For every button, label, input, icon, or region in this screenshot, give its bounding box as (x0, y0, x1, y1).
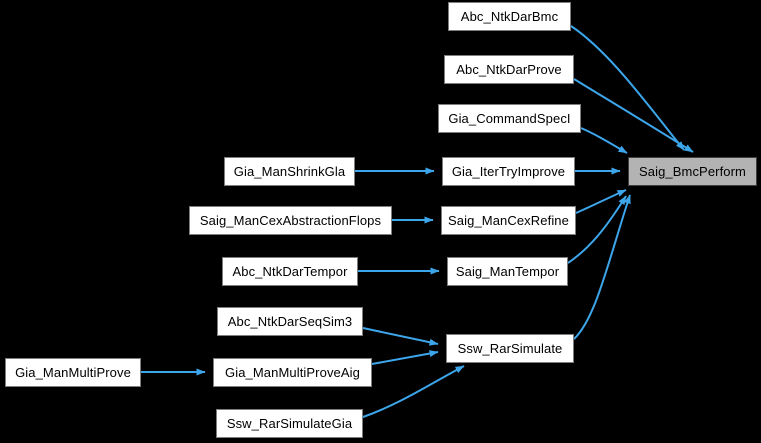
graph-node-label: Ssw_RarSimulateGia (226, 416, 353, 431)
graph-edge (362, 365, 465, 418)
graph-node-saig-man-cex-refine[interactable]: Saig_ManCexRefine (441, 206, 576, 235)
graph-node-gia-iter-try-improve[interactable]: Gia_IterTryImprove (442, 157, 575, 186)
graph-edge (575, 189, 627, 214)
graph-node-gia-man-multi-prove-aig[interactable]: Gia_ManMultiProveAig (213, 358, 372, 387)
graph-node-label: Gia_ManMultiProveAig (225, 365, 360, 380)
graph-node-gia-man-multi-prove[interactable]: Gia_ManMultiProve (5, 358, 141, 387)
graph-edge (362, 327, 439, 346)
graph-node-saig-bmc-perform[interactable]: Saig_BmcPerform (628, 157, 757, 186)
graph-node-saig-man-tempor[interactable]: Saig_ManTempor (447, 257, 568, 286)
graph-edge (573, 194, 631, 340)
graph-node-gia-man-shrink-gla[interactable]: Gia_ManShrinkGla (224, 157, 355, 186)
graph-edge (573, 78, 694, 153)
graph-node-saig-man-cex-abstraction-flops[interactable]: Saig_ManCexAbstractionFlops (189, 206, 392, 235)
graph-node-abc-ntk-dar-bmc[interactable]: Abc_NtkDarBmc (448, 2, 571, 31)
graph-edge (580, 127, 628, 154)
graph-node-label: Saig_BmcPerform (639, 164, 746, 179)
graph-edge (567, 195, 627, 264)
graph-node-label: Abc_NtkDarSeqSim3 (227, 314, 353, 329)
graph-node-label: Saig_ManTempor (455, 264, 560, 279)
graph-node-label: Saig_ManCexAbstractionFlops (199, 213, 382, 228)
graph-node-label: Abc_NtkDarProve (456, 62, 562, 77)
graph-node-abc-ntk-dar-seq-sim3[interactable]: Abc_NtkDarSeqSim3 (217, 307, 363, 336)
graph-node-abc-ntk-dar-prove[interactable]: Abc_NtkDarProve (444, 55, 574, 84)
graph-edge (570, 25, 685, 151)
graph-node-label: Gia_CommandSpecI (448, 111, 571, 126)
graph-node-label: Gia_ManMultiProve (15, 365, 131, 380)
graph-node-abc-ntk-dar-tempor[interactable]: Abc_NtkDarTempor (222, 257, 358, 286)
graph-node-label: Abc_NtkDarBmc (460, 9, 559, 24)
graph-node-gia-command-spec-i[interactable]: Gia_CommandSpecI (438, 104, 581, 133)
graph-node-label: Saig_ManCexRefine (448, 213, 569, 228)
graph-edge (371, 350, 439, 365)
graph-node-label: Abc_NtkDarTempor (232, 264, 348, 279)
graph-node-label: Ssw_RarSimulate (457, 341, 563, 356)
graph-node-ssw-rar-simulate-gia[interactable]: Ssw_RarSimulateGia (216, 409, 363, 438)
graph-node-ssw-rar-simulate[interactable]: Ssw_RarSimulate (446, 334, 574, 363)
graph-node-label: Gia_ManShrinkGla (233, 164, 346, 179)
graph-node-label: Gia_IterTryImprove (451, 164, 566, 179)
